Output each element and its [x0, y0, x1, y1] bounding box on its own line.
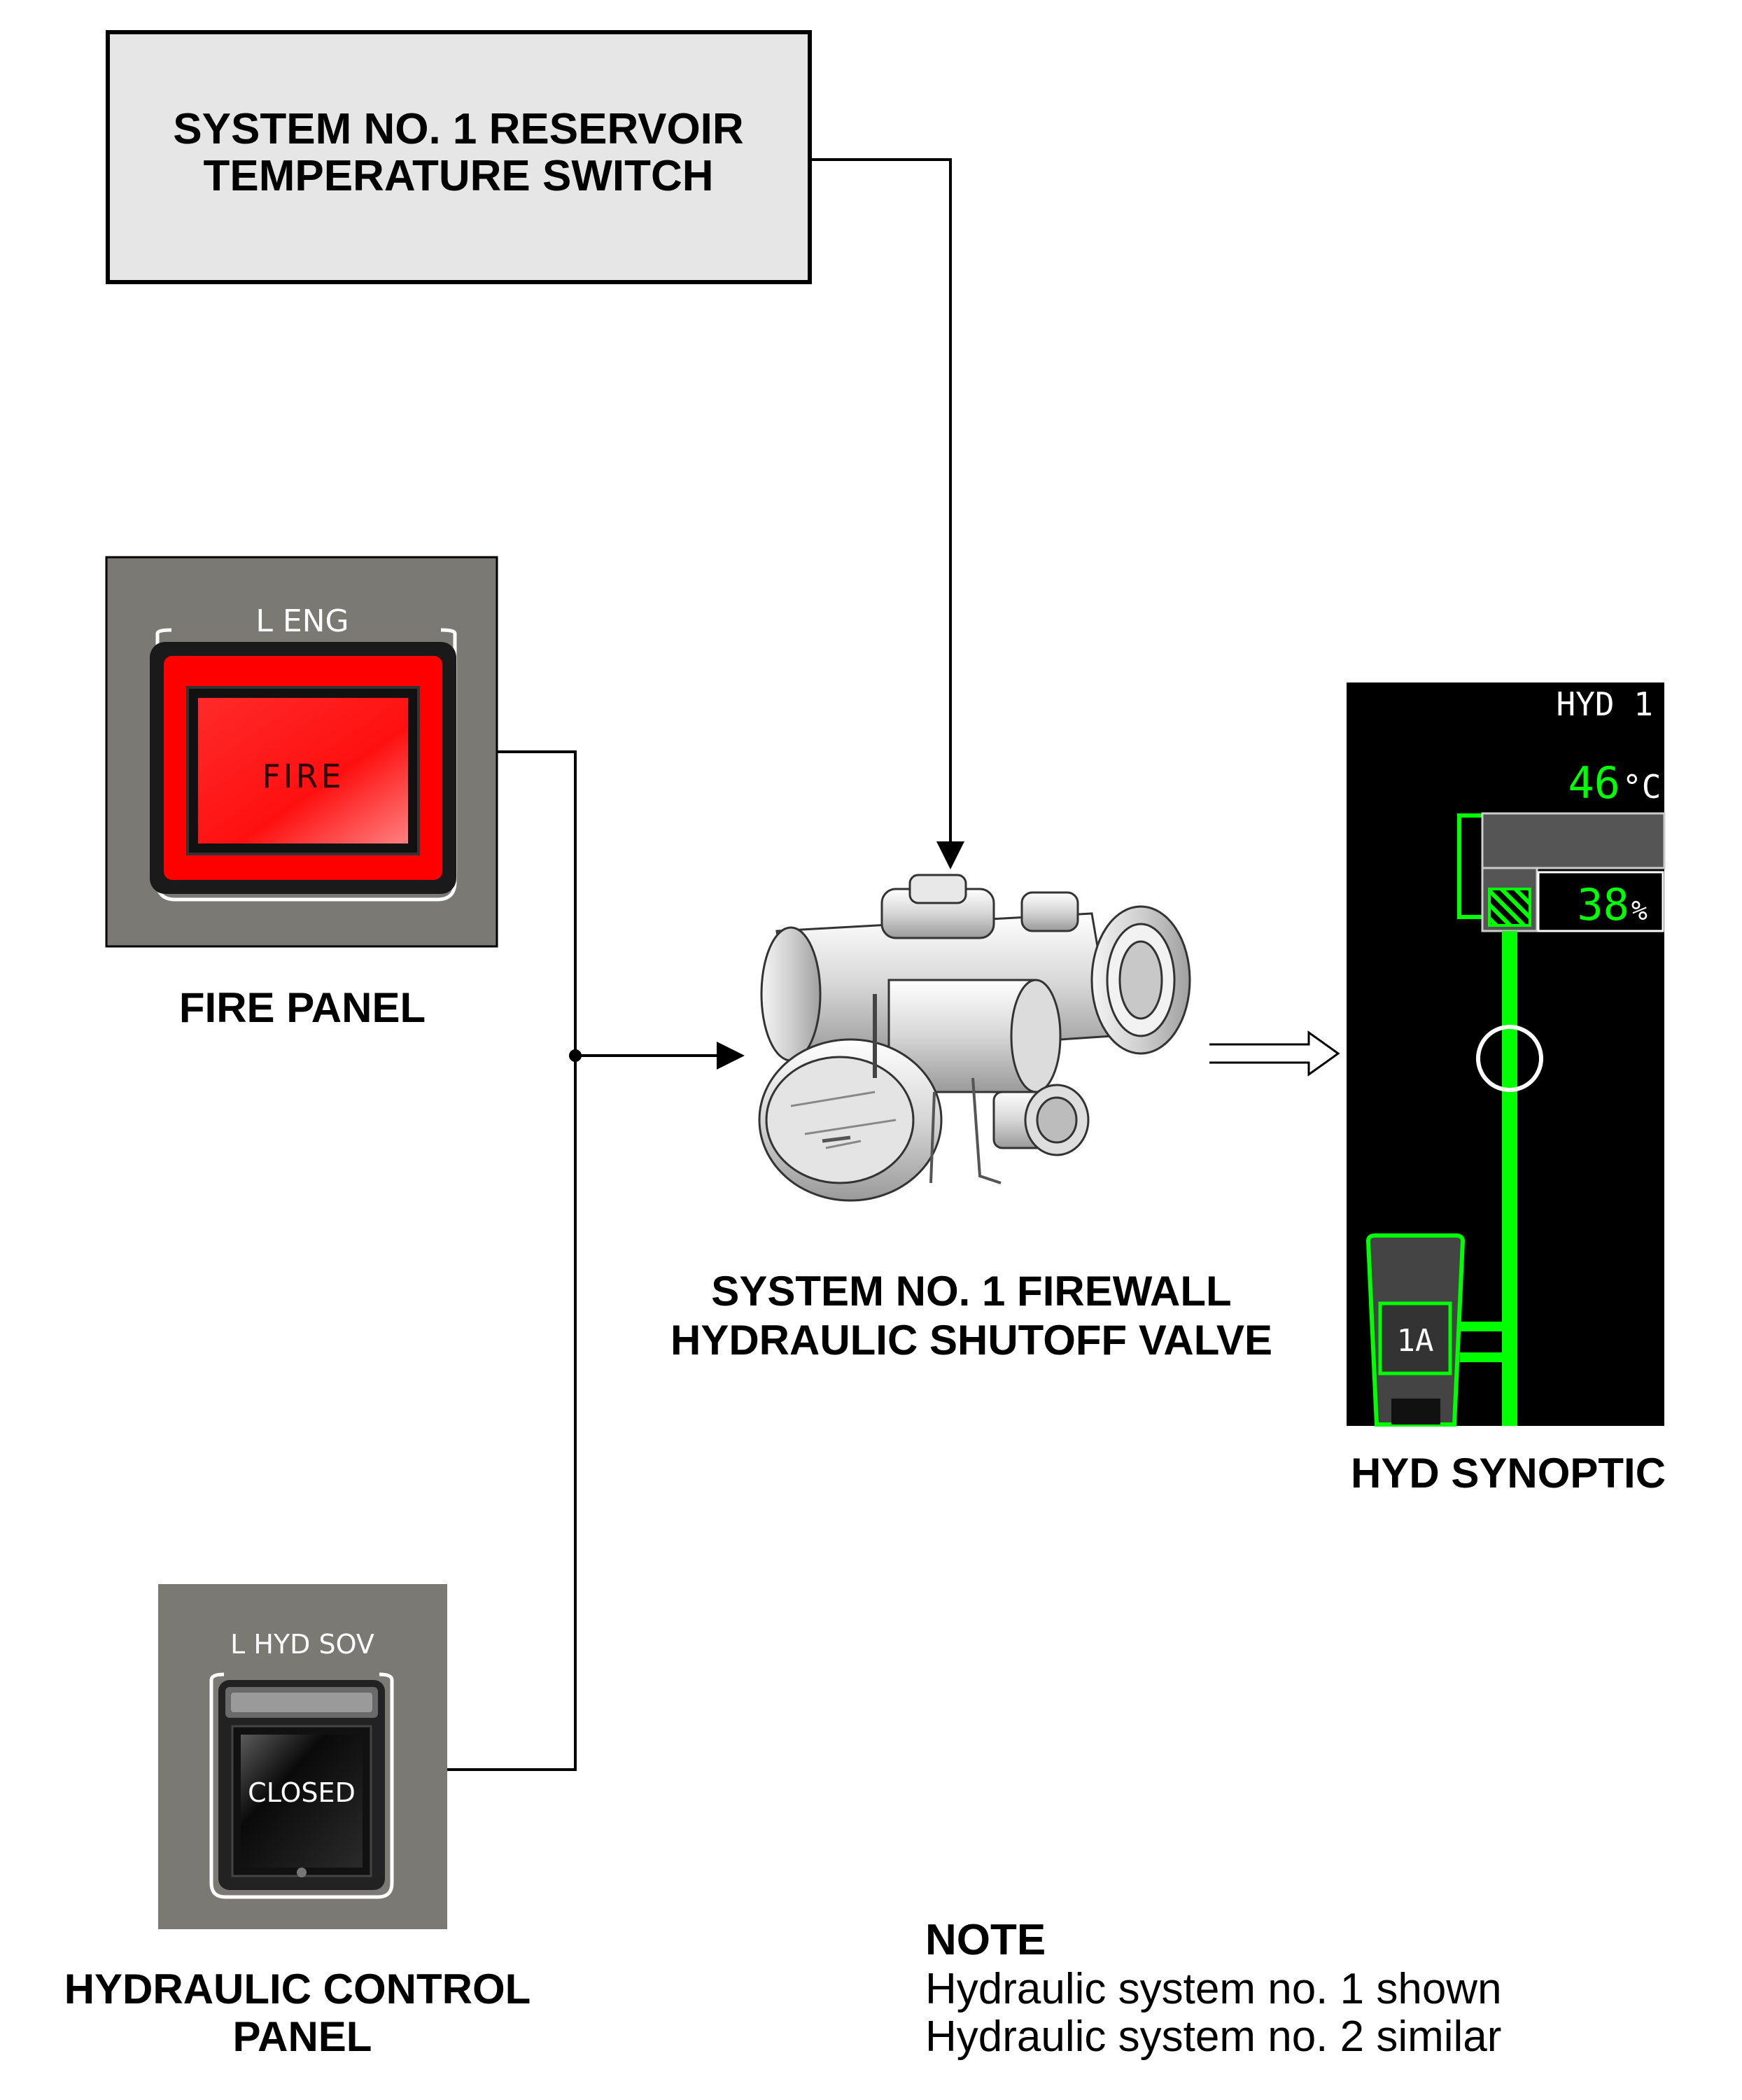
note-line2: Hydraulic system no. 2 similar [925, 2012, 1501, 2061]
fire-button-label: FIRE [262, 757, 344, 795]
synoptic-pump-label: 1A [1397, 1323, 1434, 1359]
reservoir-temperature-switch-box: SYSTEM NO. 1 RESERVOIR TEMPERATURE SWITC… [106, 30, 812, 284]
reservoir-switch-title-line2: TEMPERATURE SWITCH [203, 152, 713, 200]
hyd-synoptic-display: HYD 1 46 °C 38 % 1A [1347, 682, 1666, 1427]
hyd-control-caption-line1: HYDRAULIC CONTROL [64, 1966, 531, 2012]
hyd-panel-bracket [209, 1680, 394, 1899]
hyd-sov-closed-label: CLOSED [248, 1777, 356, 1808]
hyd-sov-label: L HYD SOV [230, 1629, 374, 1660]
valve-caption-line2: HYDRAULIC SHUTOFF VALVE [670, 1317, 1272, 1364]
hydraulic-control-panel: L HYD SOV CLOSED [158, 1584, 447, 1929]
synoptic-quantity-unit: % [1631, 895, 1648, 926]
fire-panel-caption: FIRE PANEL [179, 984, 426, 1031]
synoptic-title: HYD 1 [1557, 685, 1653, 723]
fire-button[interactable]: FIRE [150, 642, 456, 894]
synoptic-supply-line [1502, 931, 1517, 1426]
hollow-arrow-to-synoptic [1209, 1030, 1340, 1077]
note-line1: Hydraulic system no. 1 shown [925, 1965, 1502, 2013]
reservoir-switch-title-line1: SYSTEM NO. 1 RESERVOIR [173, 105, 743, 153]
hyd-control-caption-line2: PANEL [233, 2013, 372, 2060]
synoptic-reservoir [1457, 812, 1666, 932]
fire-panel: L ENG FIRE [105, 556, 498, 948]
connector-switch-to-valve [810, 158, 964, 869]
valve-caption-line1: SYSTEM NO. 1 FIREWALL [711, 1268, 1231, 1315]
synoptic-caption: HYD SYNOPTIC [1351, 1450, 1666, 1497]
synoptic-temperature-value: 46 [1568, 757, 1620, 808]
connector-fire-panel [447, 750, 577, 1771]
synoptic-quantity-value: 38 [1577, 879, 1629, 930]
hyd-sov-closed-button[interactable]: CLOSED [218, 1680, 385, 1890]
note-heading: NOTE [925, 1916, 1046, 1964]
synoptic-pump-1a: 1A [1365, 1233, 1503, 1427]
synoptic-shutoff-valve-symbol [1476, 1025, 1543, 1092]
firewall-shutoff-valve-illustration [758, 874, 1191, 1202]
synoptic-temperature-unit: °C [1622, 768, 1661, 806]
fire-panel-engine-label: L ENG [255, 603, 349, 639]
note-block: NOTE Hydraulic system no. 1 shown Hydrau… [925, 1916, 1502, 2061]
